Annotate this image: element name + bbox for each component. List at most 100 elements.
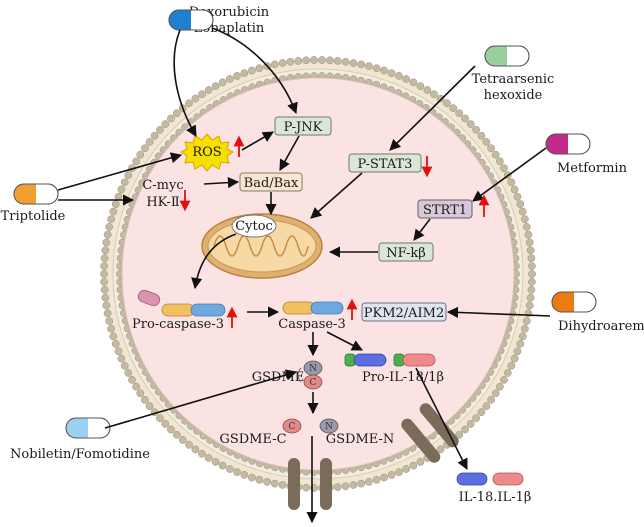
membrane-bead [500, 164, 508, 172]
membrane-bead [248, 473, 256, 482]
membrane-bead [455, 109, 464, 118]
membrane-bead [161, 420, 170, 428]
membrane-bead [105, 317, 114, 325]
membrane-bead [255, 475, 264, 484]
membrane-bead [117, 354, 126, 363]
membrane-bead [204, 86, 213, 94]
mitochondrion: Cytoc [201, 213, 323, 279]
gsdme-c-label: GSDME-C [219, 432, 286, 447]
pjnk-box: P-JNK [274, 116, 332, 136]
membrane-bead [416, 82, 425, 90]
membrane-bead [503, 369, 512, 377]
procaspase3-protein-icon [137, 289, 226, 317]
membrane-bead [198, 449, 206, 458]
caspase3-label: Caspase-3 [278, 317, 345, 332]
membrane-bead [167, 425, 175, 434]
membrane-bead [302, 56, 310, 65]
ros-burst: ROS [180, 133, 234, 172]
nfkb-box: NF-kβ [378, 242, 434, 262]
membrane-bead [141, 144, 149, 153]
membrane-bead [255, 64, 264, 73]
membrane-bead [240, 69, 249, 77]
membrane-bead [477, 131, 486, 140]
cytoc-bubble [231, 214, 277, 238]
membrane-bead [102, 301, 111, 310]
membrane-bead [380, 473, 388, 482]
membrane-bead [372, 475, 381, 484]
membrane-bead [156, 125, 164, 134]
pill-dihydroaremisinin-icon [551, 291, 597, 313]
membrane-bead [225, 465, 234, 473]
ros-label: ROS [192, 145, 221, 160]
caspase3-protein-icon [282, 301, 344, 315]
membrane-bead [349, 59, 358, 67]
membrane-bead [387, 69, 396, 77]
membrane-bead [372, 64, 381, 73]
membrane-bead [100, 254, 109, 263]
membrane-bead [518, 207, 527, 216]
membrane-bead [109, 332, 118, 341]
drug-tetraarsenic: Tetraarsenic [472, 72, 555, 87]
membrane-bead [461, 114, 469, 123]
drug-hexoxide: hexoxide [484, 88, 543, 103]
svg-text:STRT1: STRT1 [423, 203, 467, 218]
membrane-bead [518, 332, 527, 341]
svg-text:NF-kβ: NF-kβ [386, 246, 426, 261]
membrane-bead [443, 99, 451, 108]
membrane-bead [191, 445, 200, 454]
membrane-bead [516, 340, 525, 348]
membrane-bead [326, 56, 334, 65]
membrane-bead [525, 301, 534, 310]
membrane-bead [263, 478, 271, 486]
pkm2-aim2-box: PKM2/AIM2 [361, 302, 447, 322]
membrane-bead [380, 66, 388, 75]
membrane-bead [111, 340, 120, 348]
drug-metformin: Metformin [557, 161, 628, 176]
membrane-bead [172, 109, 181, 118]
membrane-bead [198, 90, 206, 99]
membrane-bead [172, 430, 181, 439]
membrane-bead [233, 72, 241, 80]
membrane-bead [522, 317, 531, 325]
membrane-bead [507, 361, 516, 370]
gsdme-n-fragment-icon: N [319, 418, 339, 434]
membrane-bead [294, 57, 303, 65]
membrane-bead [270, 60, 279, 69]
pill-triptolide-icon [13, 183, 59, 205]
membrane-bead [100, 270, 108, 278]
membrane-bead [527, 254, 536, 263]
membrane-bead [402, 465, 411, 473]
drug-dihydroaremisinin: Dihydroaremisinin [558, 319, 644, 334]
membrane-bead [513, 347, 522, 356]
pro-il-label: Pro-IL-18/1β [362, 370, 444, 385]
membrane-bead [124, 171, 133, 179]
il-protein-icon [456, 472, 524, 486]
cmyc-label: C-myc [142, 178, 183, 193]
membrane-bead [278, 59, 287, 67]
membrane-bead [365, 478, 373, 486]
membrane-bead [318, 56, 326, 64]
svg-text:PKM2/AIM2: PKM2/AIM2 [364, 306, 445, 321]
gsdme-c-domain: C [310, 378, 317, 388]
membrane-bead [114, 347, 123, 356]
membrane-bead [333, 57, 342, 65]
membrane-bead [109, 207, 118, 216]
membrane-bead [387, 471, 396, 479]
membrane-bead [107, 324, 115, 333]
pstat3-box: P-STAT3 [348, 153, 422, 173]
membrane-bead [487, 395, 495, 404]
membrane-bead [204, 454, 213, 462]
membrane-bead [103, 230, 112, 239]
membrane-bead [449, 104, 458, 112]
membrane-bead [524, 230, 533, 239]
svg-text:N: N [325, 422, 333, 432]
membrane-bead [150, 131, 159, 140]
svg-text:Bad/Bax: Bad/Bax [244, 176, 299, 191]
pill-nobiletin-icon [65, 417, 111, 439]
membrane-bead [516, 200, 525, 208]
membrane-bead [100, 285, 109, 294]
membrane-bead [423, 86, 432, 94]
membrane-bead [510, 185, 519, 194]
membrane-bead [107, 215, 115, 224]
